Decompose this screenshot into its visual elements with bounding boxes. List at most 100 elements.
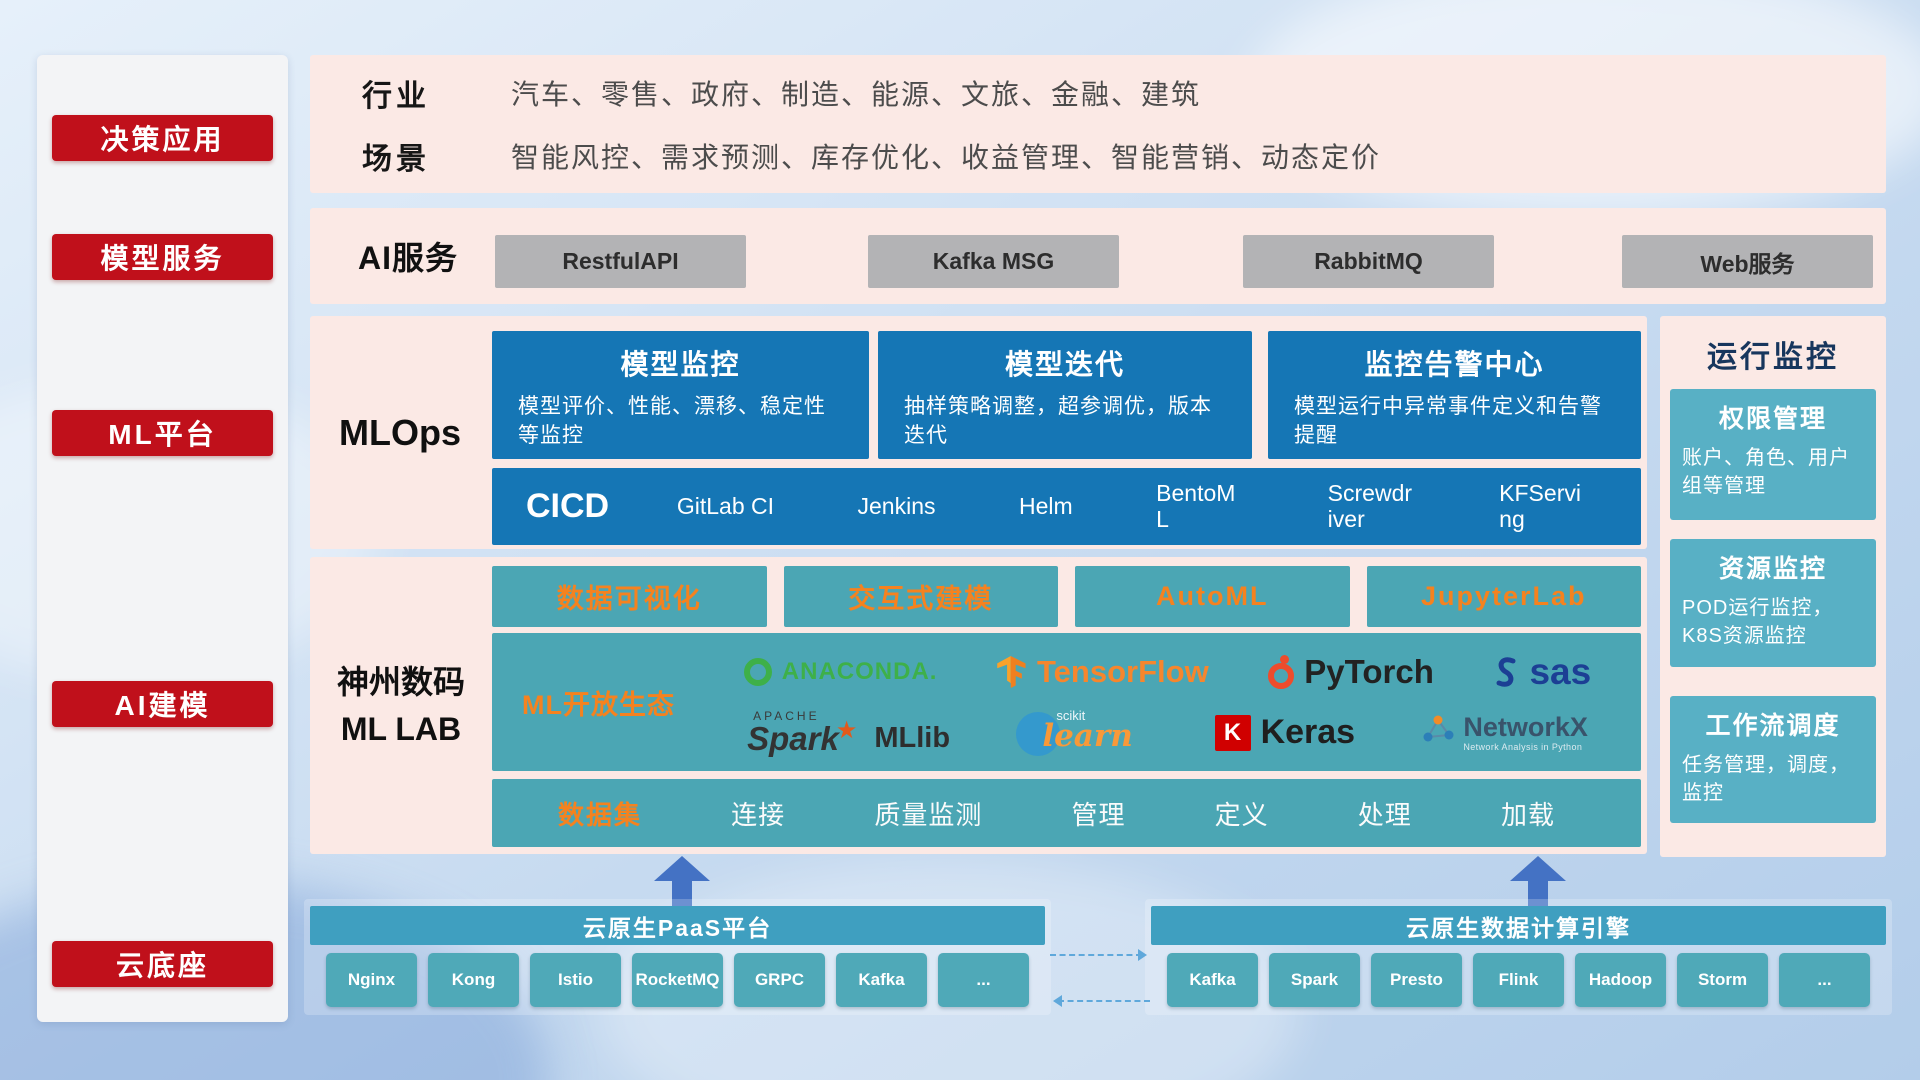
chip-rocketmq[interactable]: RocketMQ bbox=[632, 953, 723, 1007]
chip-more[interactable]: ... bbox=[1779, 953, 1870, 1007]
dataset-item-load: 加载 bbox=[1500, 799, 1555, 830]
anaconda-label: ANACONDA. bbox=[781, 657, 938, 685]
scikit-learn-icon bbox=[1016, 711, 1061, 756]
chip-grpc[interactable]: GRPC bbox=[734, 953, 825, 1007]
card-desc: 模型运行中异常事件定义和告警提醒 bbox=[1294, 395, 1602, 448]
application-panel: 行业 汽车、零售、政府、制造、能源、文旅、金融、建筑 场景 智能风控、需求预测、… bbox=[310, 55, 1886, 193]
ai-service-panel: AI服务 RestfulAPI Kafka MSG RabbitMQ Web服务 bbox=[310, 208, 1886, 304]
paas-banner: 云原生PaaS平台 bbox=[310, 906, 1045, 945]
anaconda-icon bbox=[743, 657, 772, 686]
service-button-rabbitmq[interactable]: RabbitMQ bbox=[1243, 235, 1494, 288]
chip-hadoop[interactable]: Hadoop bbox=[1575, 953, 1666, 1007]
logo-networkx: NetworkX Network Analysis in Python bbox=[1421, 711, 1588, 753]
card-desc: 任务管理，调度，监控 bbox=[1682, 754, 1850, 804]
cicd-tool-jenkins: Jenkins bbox=[857, 492, 936, 519]
tool-interactive-modeling[interactable]: 交互式建模 bbox=[783, 566, 1058, 627]
mlops-card-alert-center: 监控告警中心 模型运行中异常事件定义和告警提醒 bbox=[1268, 331, 1641, 459]
chip-nginx[interactable]: Nginx bbox=[326, 953, 417, 1007]
cicd-tool-bentoml: BentoML bbox=[1156, 479, 1236, 532]
up-arrow-icon bbox=[1510, 856, 1566, 906]
mllib-label: MLlib bbox=[874, 722, 951, 754]
mlops-label: MLOps bbox=[339, 411, 461, 453]
tool-data-visualization[interactable]: 数据可视化 bbox=[492, 566, 767, 627]
tensorflow-label: TensorFlow bbox=[1037, 653, 1209, 689]
logo-scikit-learn: scikit learn bbox=[1016, 706, 1148, 760]
monitor-card-permissions: 权限管理 账户、角色、用户组等管理 bbox=[1670, 389, 1876, 520]
cicd-tool-helm: Helm bbox=[1019, 492, 1073, 519]
sidebar-item-ml-platform[interactable]: ML平台 bbox=[52, 410, 273, 456]
mllab-label-line1: 神州数码 bbox=[336, 664, 465, 701]
ml-ecosystem-logos: ANACONDA. TensorFlow PyTorch bbox=[714, 633, 1641, 771]
dataset-item-define: 定义 bbox=[1214, 799, 1269, 830]
card-desc: 模型评价、性能、漂移、稳定性等监控 bbox=[518, 395, 826, 448]
chip-kong[interactable]: Kong bbox=[428, 953, 519, 1007]
tool-automl[interactable]: AutoML bbox=[1075, 566, 1350, 627]
chip-kafka[interactable]: Kafka bbox=[836, 953, 927, 1007]
runtime-monitor-panel: 运行监控 权限管理 账户、角色、用户组等管理 资源监控 POD运行监控，K8S资… bbox=[1660, 316, 1886, 857]
industry-list: 汽车、零售、政府、制造、能源、文旅、金融、建筑 bbox=[511, 78, 1202, 110]
service-button-web[interactable]: Web服务 bbox=[1622, 235, 1873, 288]
card-title: 监控告警中心 bbox=[1364, 349, 1545, 380]
service-button-restfulapi[interactable]: RestfulAPI bbox=[495, 235, 746, 288]
sas-swirl-icon bbox=[1496, 656, 1516, 687]
chip-flink[interactable]: Flink bbox=[1473, 953, 1564, 1007]
logo-spark-mllib: APACHE Spark★ MLlib bbox=[747, 710, 950, 755]
cicd-bar: CICD GitLab CI Jenkins Helm BentoML Scre… bbox=[492, 468, 1641, 545]
sas-label: sas bbox=[1529, 650, 1592, 692]
card-title: 模型迭代 bbox=[1004, 349, 1125, 380]
spark-apache-label: APACHE bbox=[753, 709, 820, 723]
monitor-card-resources: 资源监控 POD运行监控，K8S资源监控 bbox=[1670, 539, 1876, 667]
learn-label: learn bbox=[1042, 717, 1133, 754]
monitor-card-workflow: 工作流调度 任务管理，调度，监控 bbox=[1670, 696, 1876, 823]
card-title: 权限管理 bbox=[1718, 405, 1827, 433]
logo-pytorch: PyTorch bbox=[1268, 653, 1434, 691]
ai-service-label: AI服务 bbox=[358, 240, 459, 276]
tool-jupyterlab[interactable]: JupyterLab bbox=[1366, 566, 1641, 627]
logo-row-2: APACHE Spark★ MLlib scikit learn K Keras bbox=[714, 702, 1621, 763]
industry-line: 行业 汽车、零售、政府、制造、能源、文旅、金融、建筑 bbox=[310, 61, 1886, 124]
mllab-panel: 神州数码 ML LAB 数据可视化 交互式建模 AutoML JupyterLa… bbox=[310, 557, 1647, 854]
card-desc: 抽样策略调整，超参调优，版本迭代 bbox=[904, 395, 1212, 448]
logo-row-1: ANACONDA. TensorFlow PyTorch bbox=[714, 641, 1621, 702]
chip-more[interactable]: ... bbox=[938, 953, 1029, 1007]
mlops-panel: MLOps 模型监控 模型评价、性能、漂移、稳定性等监控 模型迭代 抽样策略调整… bbox=[310, 316, 1647, 549]
ml-ecosystem-label: ML开放生态 bbox=[522, 689, 675, 720]
engine-banner: 云原生数据计算引擎 bbox=[1151, 906, 1886, 945]
chip-spark[interactable]: Spark bbox=[1269, 953, 1360, 1007]
chip-presto[interactable]: Presto bbox=[1371, 953, 1462, 1007]
card-title: 模型监控 bbox=[620, 349, 741, 380]
ml-ecosystem-box: ML开放生态 ANACONDA. TensorFlow bbox=[492, 633, 1641, 771]
chip-storm[interactable]: Storm bbox=[1677, 953, 1768, 1007]
dataset-label: 数据集 bbox=[558, 799, 643, 830]
networkx-label: NetworkX bbox=[1463, 711, 1588, 742]
logo-anaconda: ANACONDA. bbox=[743, 657, 938, 686]
pytorch-icon bbox=[1268, 654, 1295, 689]
runtime-monitor-title: 运行监控 bbox=[1707, 341, 1839, 374]
networkx-subtitle: Network Analysis in Python bbox=[1463, 741, 1583, 752]
card-title: 资源监控 bbox=[1718, 555, 1827, 583]
engine-components: Kafka Spark Presto Flink Hadoop Storm ..… bbox=[1151, 953, 1886, 1007]
chip-kafka[interactable]: Kafka bbox=[1167, 953, 1258, 1007]
scenario-label: 场景 bbox=[362, 142, 430, 176]
industry-label: 行业 bbox=[362, 79, 430, 113]
paas-components: Nginx Kong Istio RocketMQ GRPC Kafka ... bbox=[310, 953, 1045, 1007]
dashed-arrow-right-icon bbox=[1050, 949, 1147, 961]
mlops-card-model-iteration: 模型迭代 抽样策略调整，超参调优，版本迭代 bbox=[878, 331, 1252, 459]
tensorflow-icon bbox=[997, 655, 1026, 688]
dataset-bar: 数据集 连接 质量监测 管理 定义 处理 加载 bbox=[492, 779, 1641, 847]
dataset-item-quality: 质量监测 bbox=[874, 799, 983, 830]
sidebar-item-cloud-base[interactable]: 云底座 bbox=[52, 941, 273, 987]
scikit-label: scikit bbox=[1056, 707, 1086, 723]
cicd-tool-gitlab-ci: GitLab CI bbox=[676, 492, 775, 519]
sidebar-item-decision-apps[interactable]: 决策应用 bbox=[52, 115, 273, 161]
service-button-kafka-msg[interactable]: Kafka MSG bbox=[868, 235, 1119, 288]
sidebar-item-model-services[interactable]: 模型服务 bbox=[52, 234, 273, 280]
chip-istio[interactable]: Istio bbox=[530, 953, 621, 1007]
sidebar-item-ai-modeling[interactable]: AI建模 bbox=[52, 681, 273, 727]
scenario-list: 智能风控、需求预测、库存优化、收益管理、智能营销、动态定价 bbox=[511, 141, 1382, 173]
card-desc: POD运行监控，K8S资源监控 bbox=[1682, 597, 1834, 647]
cicd-tool-kfserving: KFServing bbox=[1499, 479, 1581, 532]
left-layer-sidebar: 决策应用 模型服务 ML平台 AI建模 云底座 bbox=[37, 55, 288, 1022]
mllab-label-line2: ML LAB bbox=[340, 710, 462, 747]
